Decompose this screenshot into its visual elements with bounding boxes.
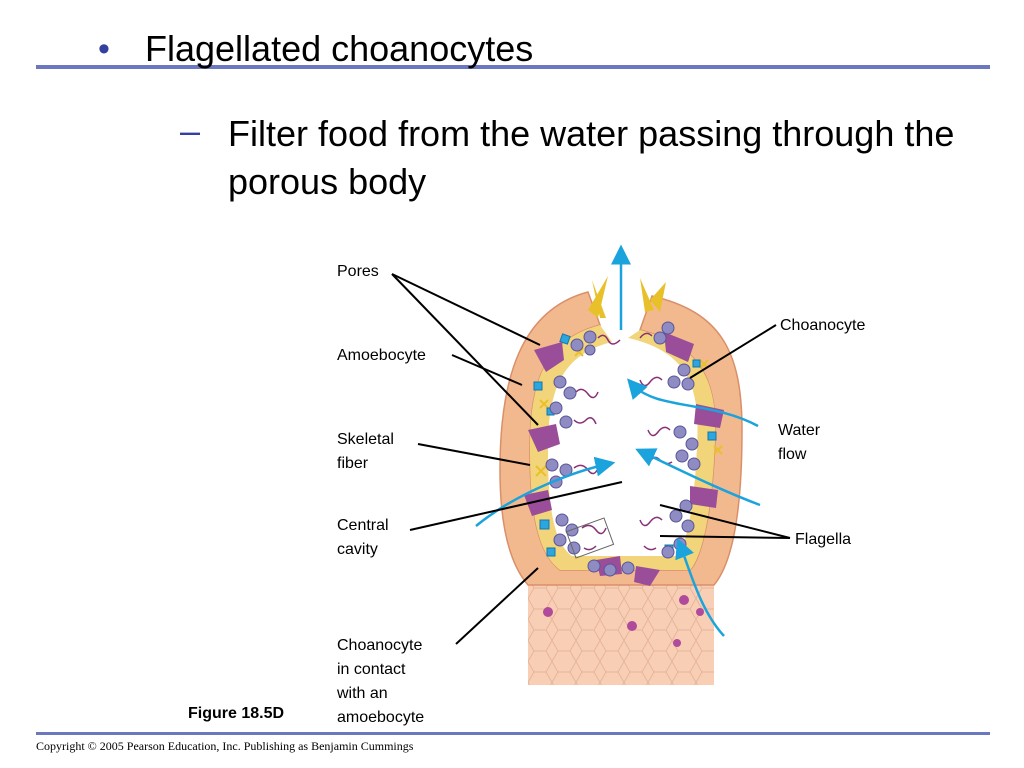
label-central-cavity-line1: Central [337, 514, 389, 537]
label-central-cavity-line2: cavity [337, 538, 378, 561]
label-amoebocyte: Amoebocyte [337, 344, 426, 367]
label-choanocyte: Choanocyte [780, 314, 865, 337]
label-contact-line4: amoebocyte [337, 706, 424, 729]
sponge-base [528, 570, 714, 685]
label-flagella: Flagella [795, 528, 851, 551]
label-contact-line3: with an [337, 682, 388, 705]
label-water-flow-line1: Water [778, 419, 820, 442]
label-contact-line2: in contact [337, 658, 405, 681]
label-skeletal-fiber-line1: Skeletal [337, 428, 394, 451]
copyright-text: Copyright © 2005 Pearson Education, Inc.… [36, 739, 413, 754]
label-contact-line1: Choanocyte [337, 634, 422, 657]
label-skeletal-fiber-line2: fiber [337, 452, 368, 475]
figure-caption: Figure 18.5D [188, 705, 284, 723]
label-pores: Pores [337, 260, 379, 283]
central-cavity [548, 338, 697, 556]
label-water-flow-line2: flow [778, 443, 806, 466]
footer-divider [36, 732, 990, 735]
